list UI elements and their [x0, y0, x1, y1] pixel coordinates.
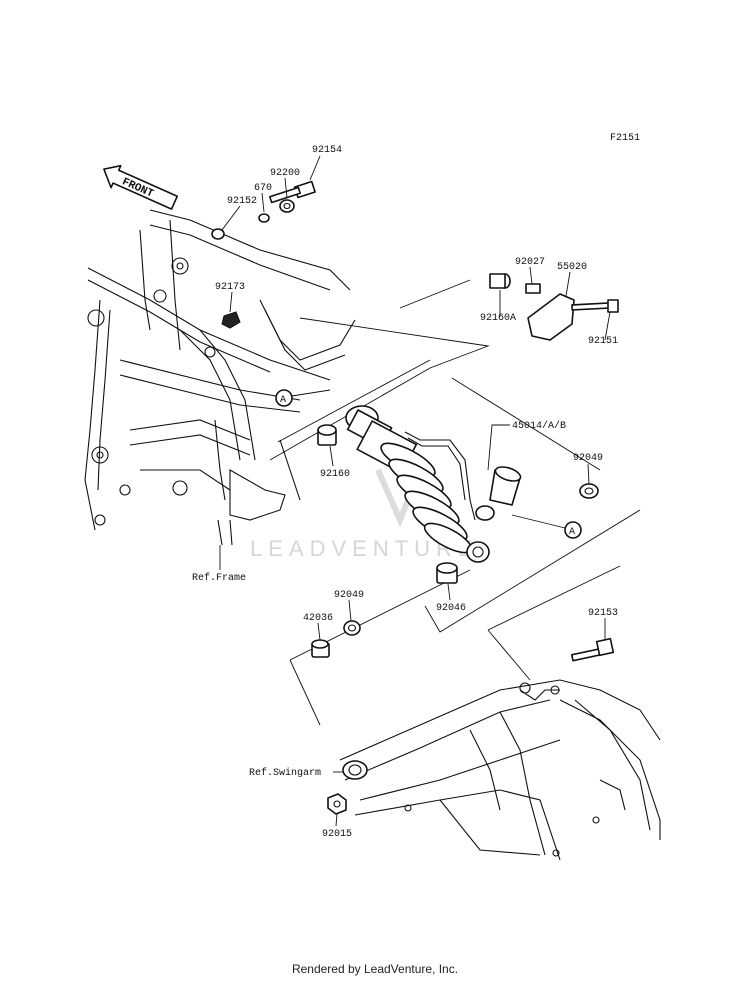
part-number-92046: 92046 — [436, 603, 466, 614]
bolt-92151 — [571, 299, 619, 313]
bolt-92153 — [570, 637, 615, 662]
part-number-92160: 92160 — [320, 469, 350, 480]
part-number-42036: 42036 — [303, 613, 333, 624]
callout-a-lower: A — [511, 514, 582, 539]
shock-absorber-45014 — [345, 405, 522, 563]
sleeve-42036 — [311, 639, 330, 658]
collar-92152 — [211, 228, 225, 240]
ref-frame-label: Ref.Frame — [192, 572, 246, 584]
collar-92027 — [525, 283, 541, 294]
bearing-92046 — [436, 562, 458, 584]
part-number-92049-lower: 92049 — [334, 590, 364, 601]
part-number-92027: 92027 — [515, 257, 545, 268]
nut-92015 — [327, 793, 347, 815]
bolt-92154 — [269, 180, 316, 204]
o-ring-670 — [258, 213, 270, 223]
figure-code: F2151 — [610, 133, 640, 144]
bushing-92160 — [317, 424, 337, 446]
part-number-92152: 92152 — [227, 196, 257, 207]
seal-92049-lower — [343, 620, 361, 636]
part-number-92154: 92154 — [312, 145, 342, 156]
guard-55020 — [527, 293, 575, 341]
front-arrow-icon: FRONT — [103, 164, 179, 210]
washer-92200 — [279, 199, 295, 213]
svg-text:A: A — [569, 527, 575, 538]
part-number-92151: 92151 — [588, 336, 618, 347]
callout-a-upper: A — [275, 389, 331, 407]
part-number-92153: 92153 — [588, 608, 618, 619]
part-number-92160A: 92160A — [480, 313, 516, 324]
part-number-670: 670 — [254, 183, 272, 194]
seal-92049-upper — [579, 483, 599, 499]
clamp-92173 — [221, 311, 241, 329]
part-number-45014: 45014/A/B — [512, 420, 566, 432]
part-number-92200: 92200 — [270, 168, 300, 179]
coil-spring — [380, 442, 473, 554]
part-number-55020: 55020 — [557, 262, 587, 273]
part-number-92173: 92173 — [215, 282, 245, 293]
svg-text:A: A — [280, 395, 286, 406]
ref-swingarm-label: Ref.Swingarm — [249, 767, 321, 779]
part-number-92015: 92015 — [322, 829, 352, 840]
part-number-92049-upper: 92049 — [573, 453, 603, 464]
frame-drawing — [84, 209, 356, 546]
swingarm-drawing — [339, 679, 661, 861]
footer-credit: Rendered by LeadVenture, Inc. — [291, 962, 459, 976]
